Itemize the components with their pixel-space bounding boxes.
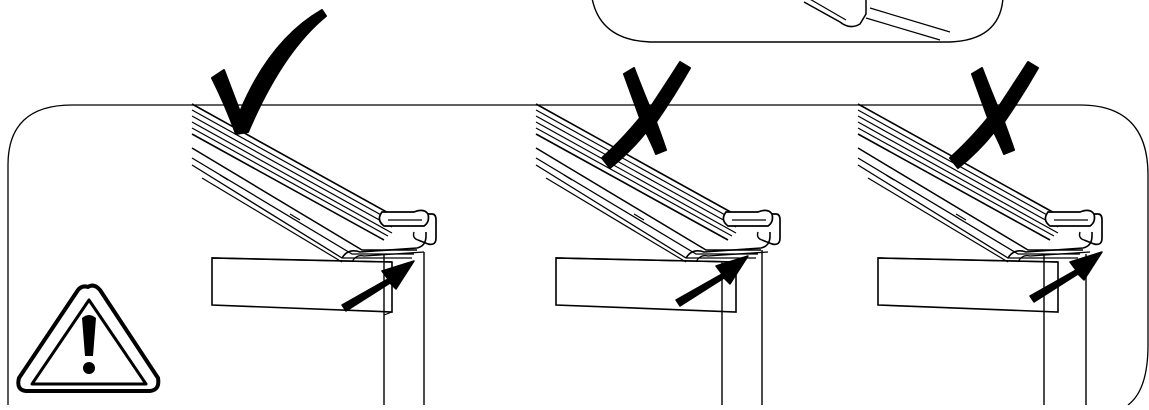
cross-icon: [601, 61, 691, 169]
panel-wrong-1: [535, 103, 781, 405]
warning-triangle-icon: [16, 283, 161, 393]
panel-correct: [191, 103, 437, 405]
detail-callout: [591, 0, 1004, 43]
check-icon: [211, 9, 327, 135]
cross-icon: [949, 61, 1039, 169]
main-frame: [7, 104, 1149, 406]
panel-wrong-2: [857, 103, 1103, 405]
